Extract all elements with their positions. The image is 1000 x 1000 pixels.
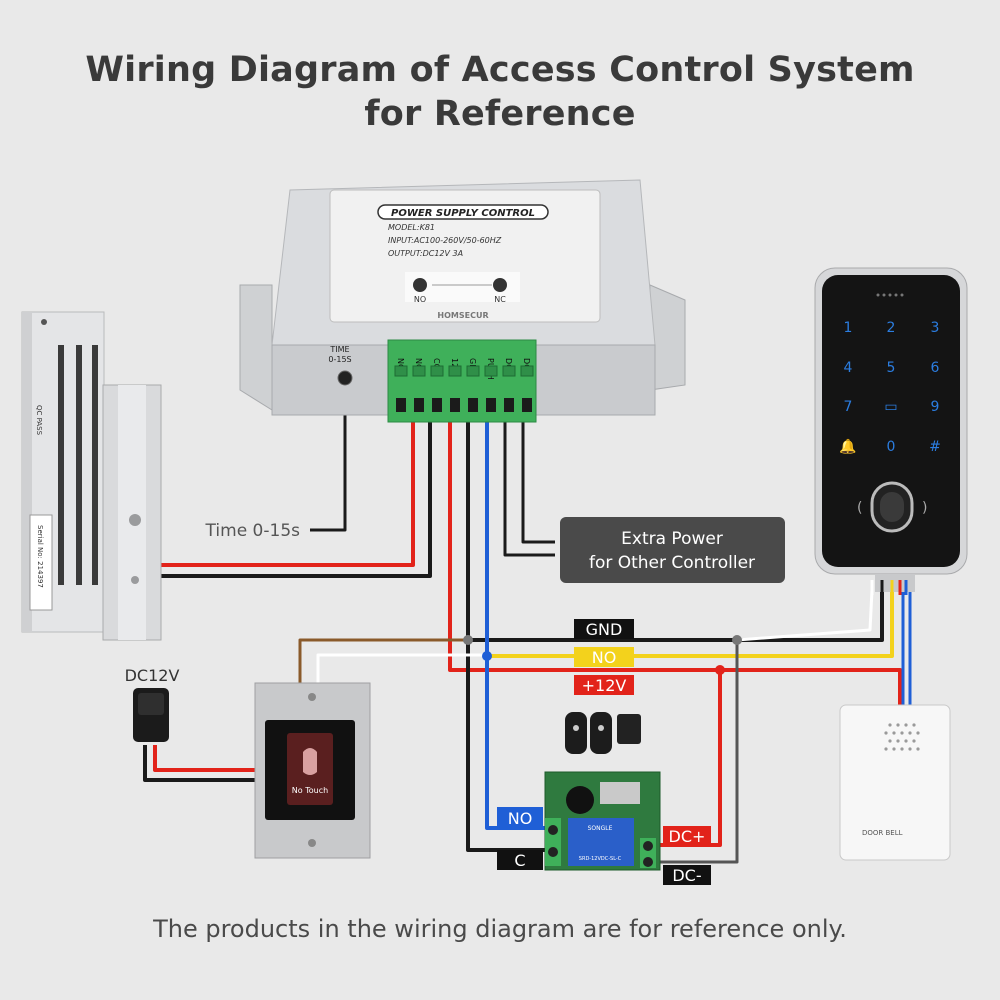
relay-label-dcplus: DC+ bbox=[669, 827, 706, 846]
relay-module: SONGLE SRD-12VDC-SL-C bbox=[544, 771, 661, 871]
terminal-slots bbox=[396, 398, 532, 412]
time-knob-range: 0-15S bbox=[328, 355, 351, 364]
wire-push-blue bbox=[485, 410, 550, 830]
psu-output: OUTPUT:DC12V 3A bbox=[388, 249, 463, 258]
dc12v-label: DC12V bbox=[125, 666, 180, 685]
led-no-label: NO bbox=[414, 295, 426, 304]
relay-model: SRD-12VDC-SL-C bbox=[579, 856, 622, 862]
maglock-serial: Serial No: 214397 bbox=[36, 525, 44, 588]
bus-label-12v: +12V bbox=[582, 676, 627, 695]
terminal-screws bbox=[394, 365, 534, 377]
doorbell-label: DOOR BELL bbox=[862, 829, 903, 837]
footnote: The products in the wiring diagram are f… bbox=[153, 915, 847, 943]
dc12v-adapter: DC12V bbox=[125, 666, 180, 742]
junction-dots bbox=[463, 635, 742, 675]
relay-label-no: NO bbox=[508, 809, 533, 828]
keypad-key[interactable]: 4 bbox=[844, 360, 853, 376]
led-nc-indicator bbox=[493, 278, 507, 292]
junction-dot bbox=[482, 651, 492, 661]
remote-fob-icon bbox=[565, 712, 587, 754]
junction-dot bbox=[732, 635, 742, 645]
keypad-key[interactable]: 9 bbox=[931, 399, 940, 415]
wire-white bbox=[736, 589, 874, 642]
hand-icon bbox=[303, 748, 317, 775]
fingerprint-left-bracket: ( bbox=[857, 500, 862, 516]
bus-labels: GND NO +12V bbox=[574, 619, 634, 695]
receiver-module-icon bbox=[617, 714, 641, 744]
power-supply-unit: POWER SUPPLY CONTROL MODEL:K81 INPUT:AC1… bbox=[239, 179, 686, 423]
exit-button: No Touch bbox=[254, 682, 371, 859]
wire-12v-bus bbox=[448, 410, 902, 705]
wire-timer bbox=[310, 382, 347, 532]
psu-label: POWER SUPPLY CONTROL bbox=[391, 208, 535, 219]
door-bell: DOOR BELL bbox=[839, 704, 951, 861]
exit-button-label: No Touch bbox=[292, 786, 328, 795]
relay-labels: NO C DC+ DC- bbox=[497, 807, 711, 885]
keypad-key[interactable]: 7 bbox=[844, 399, 853, 415]
wire-maglock-red bbox=[158, 410, 415, 567]
wire-no-yellow bbox=[487, 590, 894, 658]
keypad-key[interactable]: 0 bbox=[887, 439, 896, 455]
title-line-2: for Reference bbox=[364, 94, 636, 134]
access-keypad: 1 2 3 4 5 6 7 ▭ 9 🔔 0 # ( ) bbox=[814, 267, 968, 595]
terminal-label: DC- bbox=[522, 358, 531, 373]
keypad-key[interactable]: 🔔 bbox=[839, 438, 856, 455]
maglock-qc: QC PASS bbox=[35, 405, 43, 436]
magnetic-lock: Serial No: 214397 QC PASS bbox=[21, 311, 162, 641]
wire-dc-minus bbox=[521, 410, 555, 544]
remote-fob-icon bbox=[590, 712, 612, 754]
remote-controls bbox=[565, 712, 641, 754]
wire-dc12v-black bbox=[143, 745, 258, 782]
keypad-key[interactable]: 2 bbox=[887, 320, 896, 336]
wire-dc-plus bbox=[503, 410, 555, 557]
keypad-key[interactable]: 5 bbox=[887, 360, 896, 376]
keypad-key[interactable]: 1 bbox=[844, 320, 853, 336]
time-knob-label: TIME bbox=[329, 345, 349, 354]
junction-dot bbox=[463, 635, 473, 645]
wire-red-dcplus bbox=[655, 670, 722, 847]
relay-brand: SONGLE bbox=[588, 825, 613, 832]
keypad-key[interactable]: 3 bbox=[931, 320, 940, 336]
keypad-keys: 1 2 3 4 5 6 7 ▭ 9 🔔 0 # bbox=[839, 320, 941, 455]
wire-exit-white bbox=[316, 653, 487, 685]
keypad-key[interactable]: ▭ bbox=[884, 399, 897, 415]
wire-maglock-black bbox=[158, 410, 432, 578]
junction-dot bbox=[715, 665, 725, 675]
extra-power-line1: Extra Power bbox=[621, 529, 723, 549]
time-knob[interactable] bbox=[337, 370, 353, 386]
psu-model: MODEL:K81 bbox=[388, 223, 435, 232]
bus-label-no: NO bbox=[592, 648, 617, 667]
wire-exit-brown bbox=[298, 638, 468, 685]
psu-brand: HOMSECUR bbox=[437, 311, 488, 320]
time-callout: Time 0-15s bbox=[205, 521, 301, 541]
wire-gnd-bus bbox=[466, 410, 884, 642]
extra-power-line2: for Other Controller bbox=[589, 553, 755, 573]
relay-label-c: C bbox=[514, 851, 525, 870]
keypad-key[interactable]: 6 bbox=[931, 360, 940, 376]
title-line-1: Wiring Diagram of Access Control System bbox=[85, 50, 915, 90]
relay-label-dcminus: DC- bbox=[672, 866, 701, 885]
bus-label-gnd: GND bbox=[586, 620, 623, 639]
fingerprint-right-bracket: ) bbox=[922, 500, 927, 516]
wire-gray-dcminus bbox=[655, 640, 739, 864]
led-nc-label: NC bbox=[494, 295, 506, 304]
wire-dc12v-red bbox=[153, 745, 258, 772]
extra-power-callout: Extra Power for Other Controller bbox=[560, 517, 785, 583]
led-no-indicator bbox=[413, 278, 427, 292]
keypad-key[interactable]: # bbox=[929, 439, 941, 455]
psu-input: INPUT:AC100-260V/50-60HZ bbox=[388, 236, 502, 245]
diagram-title: Wiring Diagram of Access Control System … bbox=[0, 48, 1000, 136]
